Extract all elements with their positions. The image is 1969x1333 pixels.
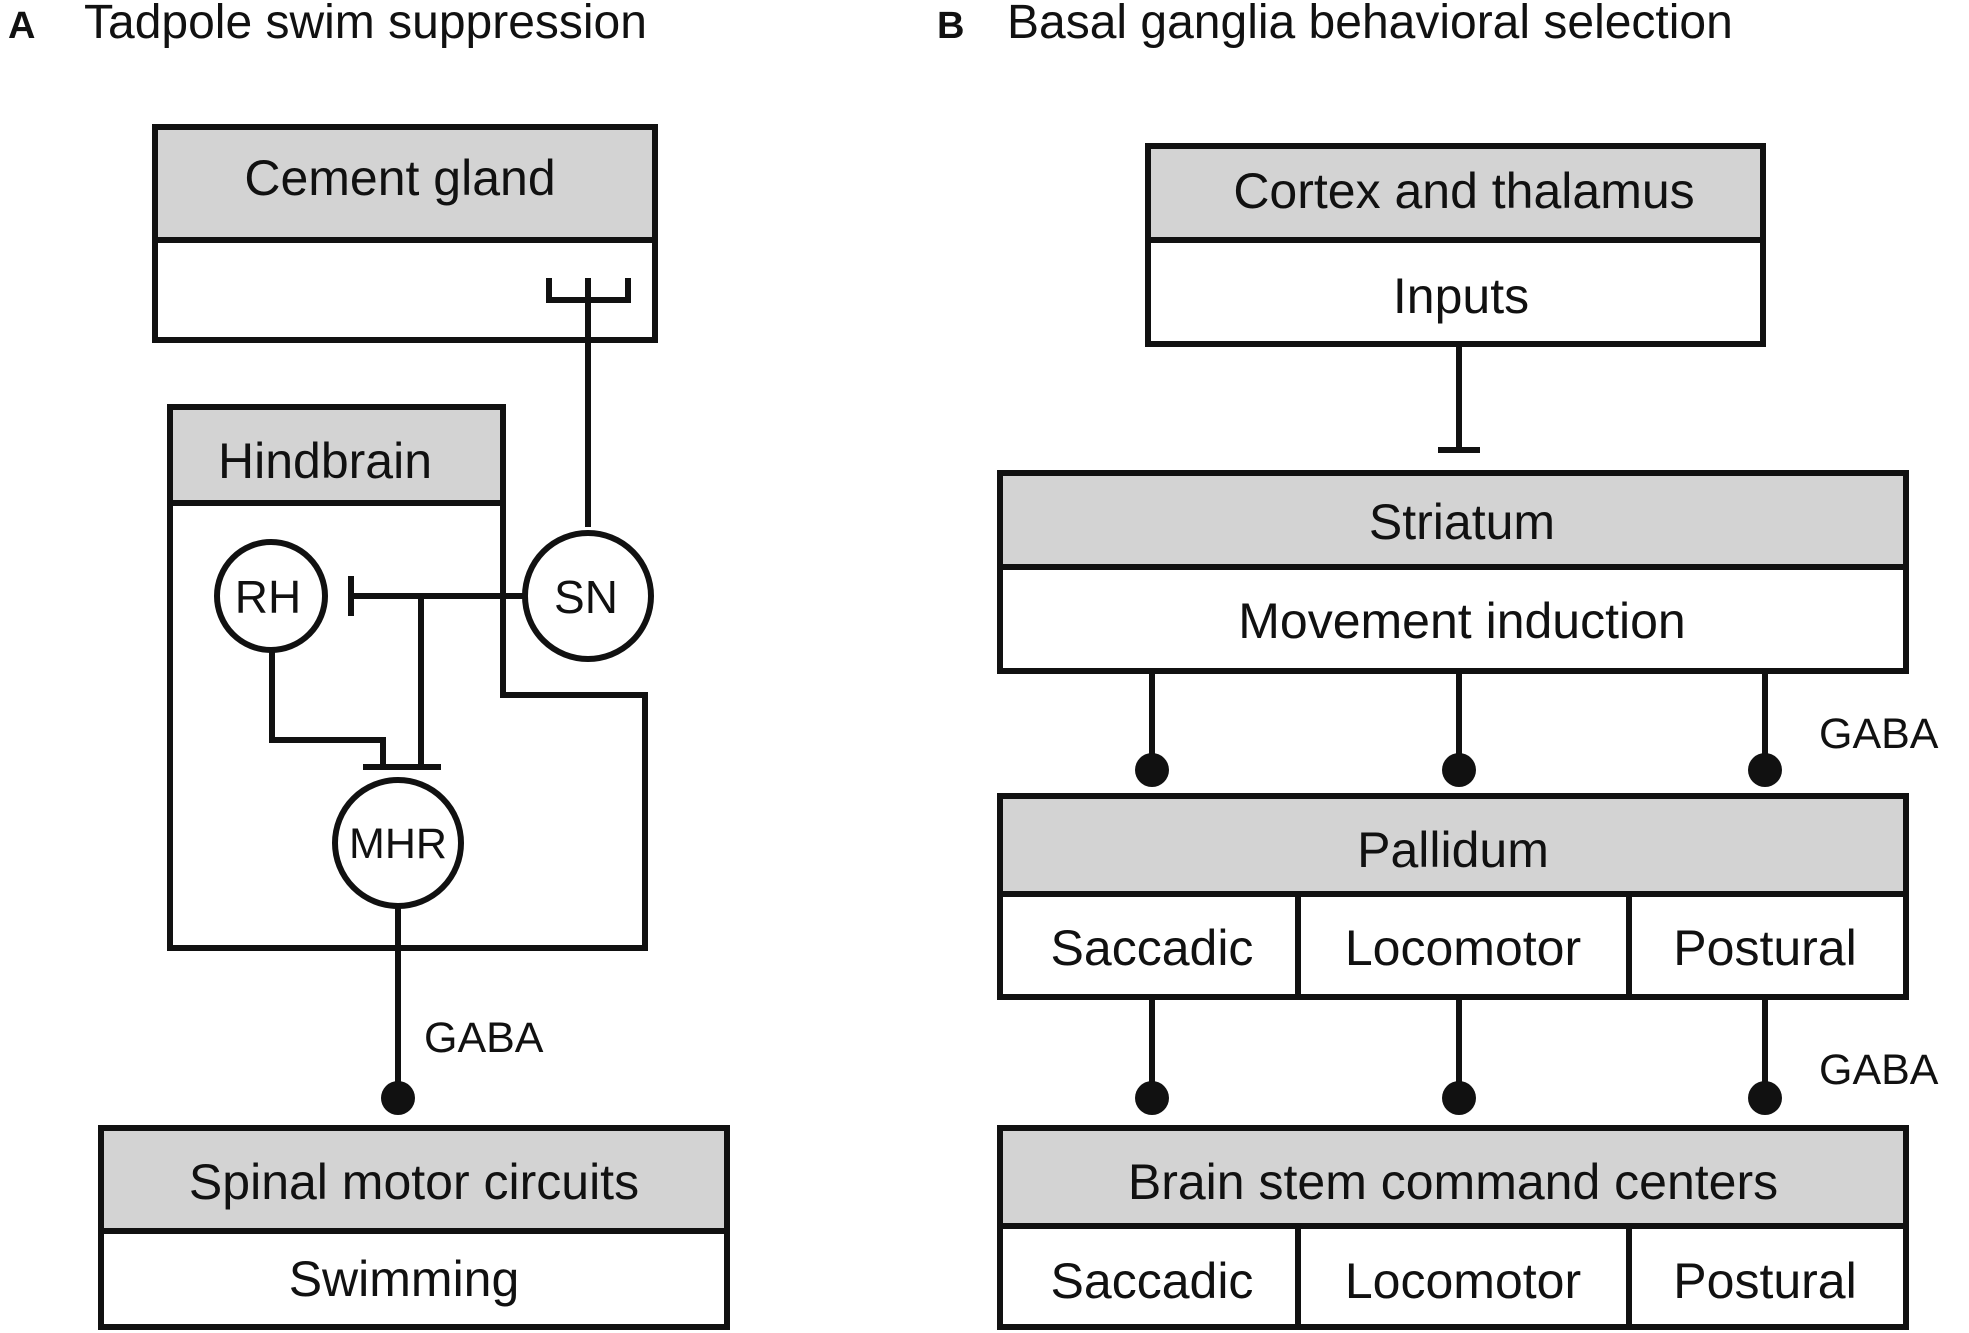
gaba-synapse-b4-icon: [1135, 1081, 1169, 1115]
pallidum-cell-locomotor: Locomotor: [1345, 920, 1581, 976]
striatum-box: Striatum Movement induction: [997, 470, 1909, 674]
panel-a-letter: A: [8, 5, 35, 47]
pallidum-cell-saccadic: Saccadic: [1051, 920, 1254, 976]
striatum-header: [997, 470, 1909, 570]
hindbrain-label: Hindbrain: [218, 433, 432, 489]
rh-to-mhr-connection: [269, 650, 386, 767]
brainstem-body: [997, 1223, 1909, 1330]
gaba-synapse-b3-icon: [1748, 753, 1782, 787]
gaba-label-a: GABA: [424, 1014, 544, 1062]
cortex-header: [1145, 143, 1766, 243]
spinal-header-label: Spinal motor circuits: [189, 1154, 639, 1210]
panel-a-title: Tadpole swim suppression: [84, 0, 647, 49]
pallidum-header: [997, 793, 1909, 897]
neuron-mhr-label: MHR: [349, 820, 447, 868]
neuron-sn-label: SN: [554, 571, 618, 623]
gaba-synapse-a-icon: [381, 1081, 415, 1115]
panel-b-letter: B: [937, 5, 964, 47]
gaba-synapse-b1-icon: [1135, 753, 1169, 787]
panel-b: B Basal ganglia behavioral selection Cor…: [937, 0, 1939, 1330]
gaba-label-b2: GABA: [1819, 1046, 1939, 1094]
cement-gland-header: [152, 124, 658, 243]
spinal-body: [98, 1228, 730, 1330]
pallidum-cell-postural: Postural: [1673, 920, 1856, 976]
hindbrain-header: [167, 404, 506, 506]
pallidum-to-brainstem-connections: [1135, 997, 1782, 1115]
panel-a: A Tadpole swim suppression Cement gland …: [8, 0, 730, 1330]
cortex-header-label: Cortex and thalamus: [1233, 163, 1694, 219]
cortex-body: [1145, 237, 1766, 347]
cortex-box: Cortex and thalamus Inputs: [1145, 143, 1766, 347]
gaba-synapse-b2-icon: [1442, 753, 1476, 787]
neuron-sn: SN: [522, 530, 654, 662]
cement-gland-body: [152, 237, 658, 343]
neuron-mhr: MHR: [332, 777, 464, 909]
brainstem-cell-locomotor: Locomotor: [1345, 1253, 1581, 1309]
neuron-rh: RH: [214, 539, 328, 653]
striatum-body-label: Movement induction: [1238, 593, 1685, 649]
gaba-label-b1: GABA: [1819, 710, 1939, 758]
striatum-header-label: Striatum: [1369, 494, 1555, 550]
pallidum-body: [997, 891, 1909, 1000]
pallidum-box: Pallidum Saccadic Locomotor Postural: [997, 793, 1909, 1000]
cement-gland-box: Cement gland: [152, 124, 658, 343]
brainstem-cell-saccadic: Saccadic: [1051, 1253, 1254, 1309]
brainstem-header: [997, 1125, 1909, 1229]
brainstem-box: Brain stem command centers Saccadic Loco…: [997, 1125, 1909, 1330]
neuron-rh-label: RH: [235, 571, 301, 623]
brainstem-header-label: Brain stem command centers: [1128, 1154, 1778, 1210]
cement-gland-label: Cement gland: [244, 150, 555, 206]
brainstem-dividers: [1295, 1226, 1632, 1327]
spinal-header: [98, 1125, 730, 1234]
striatum-to-pallidum-connections: [1135, 671, 1782, 787]
gaba-synapse-b5-icon: [1442, 1081, 1476, 1115]
spinal-body-label: Swimming: [289, 1251, 520, 1307]
spinal-motor-box: Spinal motor circuits Swimming: [98, 1125, 730, 1330]
pallidum-header-label: Pallidum: [1357, 822, 1549, 878]
cortex-body-label: Inputs: [1393, 268, 1529, 324]
pallidum-dividers: [1295, 894, 1632, 997]
brainstem-cell-postural: Postural: [1673, 1253, 1856, 1309]
panel-b-title: Basal ganglia behavioral selection: [1007, 0, 1733, 49]
striatum-body: [997, 564, 1909, 674]
gaba-synapse-b6-icon: [1748, 1081, 1782, 1115]
